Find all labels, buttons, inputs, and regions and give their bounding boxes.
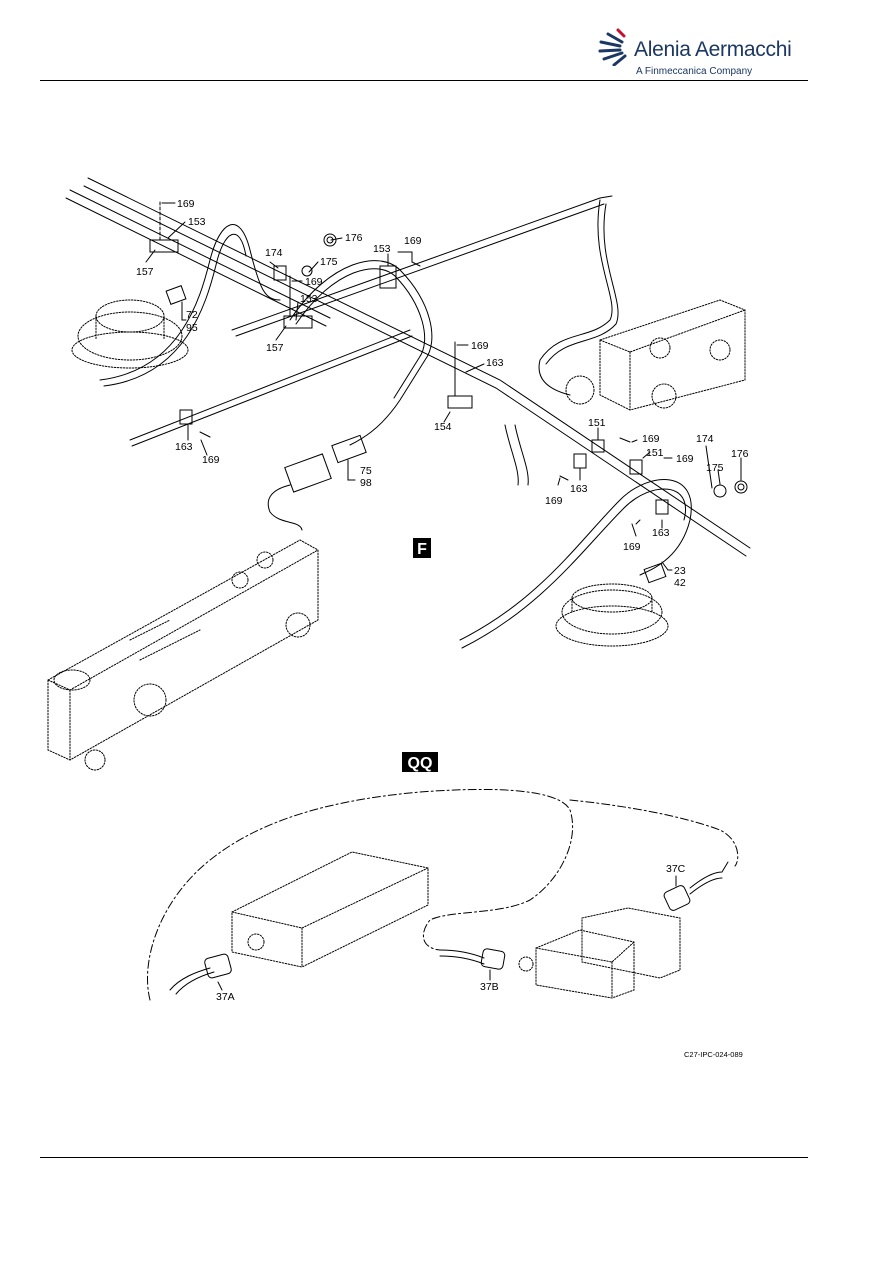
callout: 153 <box>373 243 391 255</box>
brand-subtitle: A Finmeccanica Company <box>636 66 753 77</box>
view-label-f: F <box>413 538 431 558</box>
callout: 169 <box>177 198 195 210</box>
callout: 169 <box>642 433 660 445</box>
callout: 151 <box>588 417 606 429</box>
hose-lower-right <box>459 479 692 641</box>
callout: 37A <box>216 991 235 1003</box>
brand-logo: Alenia Aermacchi A Finmeccanica Company <box>598 24 798 80</box>
brand-name: Alenia Aermacchi <box>634 38 792 61</box>
callout: 175 <box>320 256 338 268</box>
callout: 153 <box>188 216 206 228</box>
callout: 163 <box>486 357 504 369</box>
callout: 37B <box>480 981 499 993</box>
figure-reference: C27-IPC-024-089 <box>684 1050 743 1059</box>
callout: 98 <box>360 477 372 489</box>
header-rule <box>40 80 808 81</box>
alenia-swoosh-icon <box>598 28 627 66</box>
callout: 176 <box>731 448 749 460</box>
callout: 174 <box>265 247 283 259</box>
callouts-view-qq: 37A 37B 37C <box>216 863 686 1003</box>
qq-boundary <box>147 788 739 1001</box>
hose-center <box>289 260 433 446</box>
callout: 163 <box>570 483 588 495</box>
callout: 169 <box>676 453 694 465</box>
callout: 176 <box>345 232 363 244</box>
callout: 42 <box>674 577 686 589</box>
callout: 151 <box>646 447 664 459</box>
footer-rule <box>40 1157 808 1158</box>
callout: 95 <box>186 322 198 334</box>
svg-text:F: F <box>417 541 427 558</box>
callout: 72 <box>186 309 198 321</box>
callout: 169 <box>202 454 220 466</box>
callout: 37C <box>666 863 686 875</box>
view-label-qq: QQ <box>402 752 438 772</box>
callout: 169 <box>404 235 422 247</box>
callout: 169 <box>623 541 641 553</box>
hose-right <box>538 199 613 396</box>
callout: 75 <box>360 465 372 477</box>
callout: 174 <box>696 433 714 445</box>
callout: 163 <box>652 527 670 539</box>
tube-main-upper <box>87 177 751 549</box>
callout: 157 <box>266 342 284 354</box>
hose-drop <box>504 424 519 486</box>
callout: 157 <box>136 266 154 278</box>
callout: 169 <box>471 340 489 352</box>
callout: 23 <box>674 565 686 577</box>
callout: 169 <box>545 495 563 507</box>
callout: 175 <box>706 462 724 474</box>
svg-text:QQ: QQ <box>408 755 433 772</box>
hose-upper-left <box>99 224 281 381</box>
hose-connector-lead <box>267 484 303 531</box>
callout: 154 <box>434 421 452 433</box>
callout: 163 <box>175 441 193 453</box>
callout: 169 <box>305 276 323 288</box>
callouts-view-f: 169 153 157 72 95 174 176 175 169 153 15… <box>136 198 749 589</box>
tube-main-second <box>69 189 331 319</box>
tube-long-diagonal <box>129 329 411 441</box>
callout: 153 <box>300 293 318 305</box>
tube-diagonal <box>231 195 613 331</box>
